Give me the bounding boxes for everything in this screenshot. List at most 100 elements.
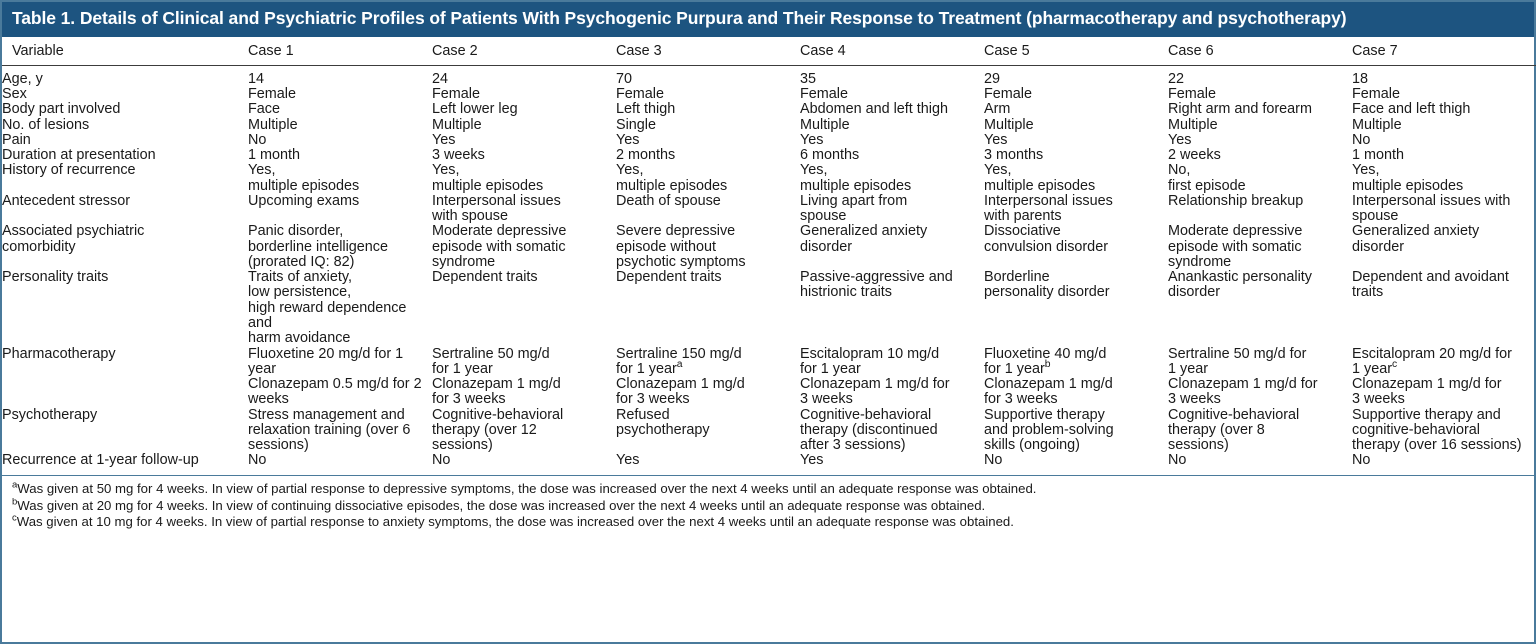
cell-line: 18 xyxy=(1352,70,1369,87)
cell-case-2: Left lower leg xyxy=(432,102,616,118)
cell-case-2: Dependent traits xyxy=(432,269,616,346)
cell-line: 24 xyxy=(432,70,449,87)
cell-line: Multiple xyxy=(1168,116,1218,133)
cell-line: 29 xyxy=(984,70,1001,87)
cell-case-6: 22 xyxy=(1168,65,1352,87)
cell-case-1: Female xyxy=(248,86,432,102)
cell-case-1: No xyxy=(248,453,432,474)
cell-case-3: 70 xyxy=(616,65,800,87)
cell-line: histrionic traits xyxy=(800,284,892,301)
cell-line: multiple episodes xyxy=(248,177,360,194)
cell-case-5: 3 months xyxy=(984,147,1168,164)
cell-line: therapy (over 12 xyxy=(432,421,537,438)
row-label-line: Antecedent stressor xyxy=(2,192,130,209)
cell-line: for 1 year xyxy=(432,360,493,377)
cell-line: multiple episodes xyxy=(616,177,728,194)
cell-line: Yes xyxy=(616,131,640,148)
column-header-case-4: Case 4 xyxy=(800,36,984,66)
cell-line: Fluoxetine 20 mg/d for 1 year xyxy=(248,345,404,377)
column-header-case-5: Case 5 xyxy=(984,36,1168,66)
row-label: Psychotherapy xyxy=(2,407,248,454)
cell-line: Borderline xyxy=(984,269,1050,286)
cell-line: Yes xyxy=(984,131,1008,148)
cell-line: No xyxy=(248,452,267,469)
cell-line: Yes xyxy=(800,131,824,148)
row-label-line: Pain xyxy=(2,131,31,148)
footnote-marker: b xyxy=(1044,359,1051,371)
cell-line: Traits of anxiety, xyxy=(248,269,352,286)
cell-line: 2 weeks xyxy=(1168,147,1221,164)
cell-line: episode with somatic xyxy=(1168,238,1302,255)
cell-line: skills (ongoing) xyxy=(984,437,1080,454)
column-header-variable: Variable xyxy=(2,36,248,66)
cell-line: disorder xyxy=(800,238,852,255)
cell-case-3: Yes xyxy=(616,131,800,148)
cell-case-7: 1 month xyxy=(1352,147,1536,164)
cell-case-6: Relationship breakup xyxy=(1168,193,1352,225)
row-label-line: Duration at presentation xyxy=(2,147,156,164)
cell-line: Face and left thigh xyxy=(1352,101,1471,118)
cell-line: Dependent traits xyxy=(616,269,722,286)
cell-line: 1 month xyxy=(1352,147,1404,164)
cell-line: Cognitive-behavioral xyxy=(1168,406,1300,423)
cell-line: No xyxy=(1352,452,1371,469)
column-header-row: Variable Case 1 Case 2 Case 3 Case 4 Cas… xyxy=(2,36,1536,66)
column-header-case-6: Case 6 xyxy=(1168,36,1352,66)
row-label: Sex xyxy=(2,86,248,102)
cell-line: Clonazepam 1 mg/d for xyxy=(1352,376,1502,393)
cell-case-1: Multiple xyxy=(248,116,432,133)
cell-line: Interpersonal issues with xyxy=(1352,192,1511,209)
cell-line: with parents xyxy=(984,208,1062,225)
cell-line: therapy (discontinued xyxy=(800,421,938,438)
footnote: aWas given at 50 mg for 4 weeks. In view… xyxy=(12,480,1524,498)
cell-line: multiple episodes xyxy=(800,177,912,194)
cell-line: (prorated IQ: 82) xyxy=(248,253,355,270)
cell-case-3: Yes xyxy=(616,453,800,474)
cell-line: Female xyxy=(616,86,664,103)
cell-line: 3 weeks xyxy=(1352,391,1405,408)
column-header-case-1: Case 1 xyxy=(248,36,432,66)
cell-line: harm avoidance xyxy=(248,330,351,347)
cell-line: sessions) xyxy=(1168,437,1229,454)
cell-line: Abdomen and left thigh xyxy=(800,101,949,118)
cell-line: Clonazepam 1 mg/d for xyxy=(800,376,950,393)
cell-line: Death of spouse xyxy=(616,192,721,209)
cell-line: Sertraline 50 mg/d for xyxy=(1168,345,1307,362)
footnote: bWas given at 20 mg for 4 weeks. In view… xyxy=(12,497,1524,515)
cell-line: 3 months xyxy=(984,147,1044,164)
cell-line: Interpersonal issues xyxy=(432,192,561,209)
row-label: Body part involved xyxy=(2,102,248,118)
cell-line: psychotherapy xyxy=(616,421,710,438)
cell-line: therapy (over 16 sessions) xyxy=(1352,437,1522,454)
cell-case-7: No xyxy=(1352,132,1536,148)
cell-case-4: Yes,multiple episodes xyxy=(800,163,984,194)
row-label: Pharmacotherapy xyxy=(2,345,248,408)
cell-line: Moderate depressive xyxy=(432,223,567,240)
cell-line: Female xyxy=(800,86,848,103)
cell-line: Multiple xyxy=(248,116,298,133)
cell-case-3: Single xyxy=(616,117,800,133)
cell-case-3: Female xyxy=(616,86,800,103)
cell-line: Female xyxy=(1352,86,1400,103)
cell-case-3: Dependent traits xyxy=(616,269,800,346)
row-label: Personality traits xyxy=(2,269,248,346)
cell-line: sessions) xyxy=(432,437,493,454)
cell-line: Arm xyxy=(984,101,1011,118)
cell-line: Clonazepam 0.5 mg/d for 2 xyxy=(248,376,422,393)
cell-line: borderline intelligence xyxy=(248,238,388,255)
row-label-line: Pharmacotherapy xyxy=(2,345,116,362)
cell-line: personality disorder xyxy=(984,284,1110,301)
cell-line: multiple episodes xyxy=(432,177,544,194)
